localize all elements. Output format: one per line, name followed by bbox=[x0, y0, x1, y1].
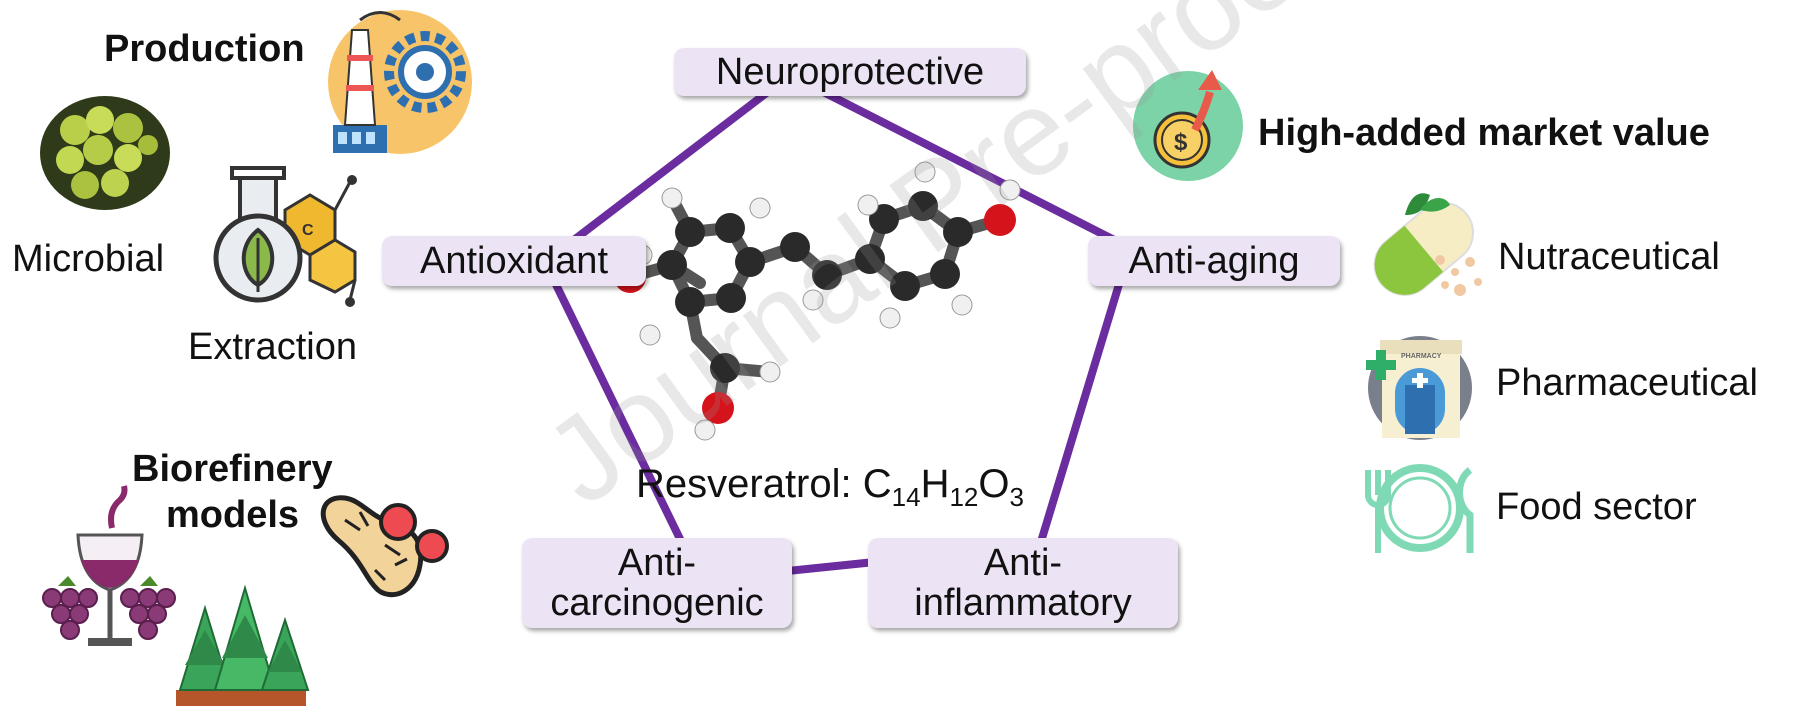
peanut-icon bbox=[320, 495, 449, 598]
pill-anti-carcinogenic-line1: Anti- bbox=[617, 542, 697, 584]
pill-anti-inflammatory-line2: inflammatory bbox=[914, 582, 1132, 624]
pill-anti-aging-text: Anti-aging bbox=[1128, 240, 1300, 282]
pill-neuroprotective: Neuroprotective bbox=[674, 48, 1026, 96]
wine-grapes-icon bbox=[42, 485, 176, 646]
resveratrol-molecule bbox=[614, 161, 1021, 441]
pill-anti-inflammatory-line1: Anti- bbox=[983, 542, 1063, 584]
formula-carbon-count: 14 bbox=[891, 482, 921, 512]
nutraceutical-label: Nutraceutical bbox=[1498, 236, 1720, 278]
formula-carbon: C bbox=[862, 462, 892, 506]
biorefinery-label-line1: Biorefinery bbox=[132, 448, 333, 490]
pill-anti-inflammatory: Anti- inflammatory bbox=[868, 538, 1178, 628]
formula-hydrogen: H bbox=[920, 462, 950, 506]
pill-neuroprotective-text: Neuroprotective bbox=[715, 51, 985, 93]
market-value-title: High-added market value bbox=[1258, 112, 1710, 154]
molecule-formula: Resveratrol: C14H12O3 bbox=[636, 462, 1024, 513]
capsule-icon bbox=[1373, 193, 1482, 296]
pill-anti-carcinogenic: Anti- carcinogenic bbox=[522, 538, 792, 628]
forest-trees-icon bbox=[176, 584, 310, 706]
biorefinery-label-line2: models bbox=[166, 494, 300, 536]
formula-prefix: Resveratrol: bbox=[636, 462, 863, 506]
pharmaceutical-label: Pharmaceutical bbox=[1496, 362, 1758, 404]
svg-text:C: C bbox=[302, 222, 314, 239]
plate-cutlery-icon bbox=[1365, 464, 1474, 553]
formula-oxygen: O bbox=[978, 462, 1010, 506]
pharmacy-sign-text: PHARMACY bbox=[1401, 353, 1442, 360]
svg-text:$: $ bbox=[1174, 129, 1188, 156]
microalgae-cells-icon bbox=[40, 96, 170, 210]
formula-oxygen-count: 3 bbox=[1009, 482, 1024, 512]
formula-hydrogen-count: 12 bbox=[949, 482, 979, 512]
pill-antioxidant: Antioxidant bbox=[382, 236, 646, 286]
pill-anti-carcinogenic-line2: carcinogenic bbox=[550, 582, 764, 624]
extraction-label: Extraction bbox=[188, 326, 357, 368]
food-sector-label: Food sector bbox=[1496, 486, 1697, 528]
money-growth-icon: $ bbox=[1133, 70, 1243, 181]
production-label: Production bbox=[104, 28, 305, 70]
pill-anti-aging: Anti-aging bbox=[1088, 236, 1340, 286]
pharmacy-icon: PHARMACY bbox=[1366, 336, 1472, 440]
pill-antioxidant-text: Antioxidant bbox=[419, 240, 608, 282]
flask-leaf-molecule-icon: C bbox=[213, 166, 357, 307]
factory-gear-icon bbox=[328, 10, 472, 154]
microbial-label: Microbial bbox=[12, 238, 165, 280]
